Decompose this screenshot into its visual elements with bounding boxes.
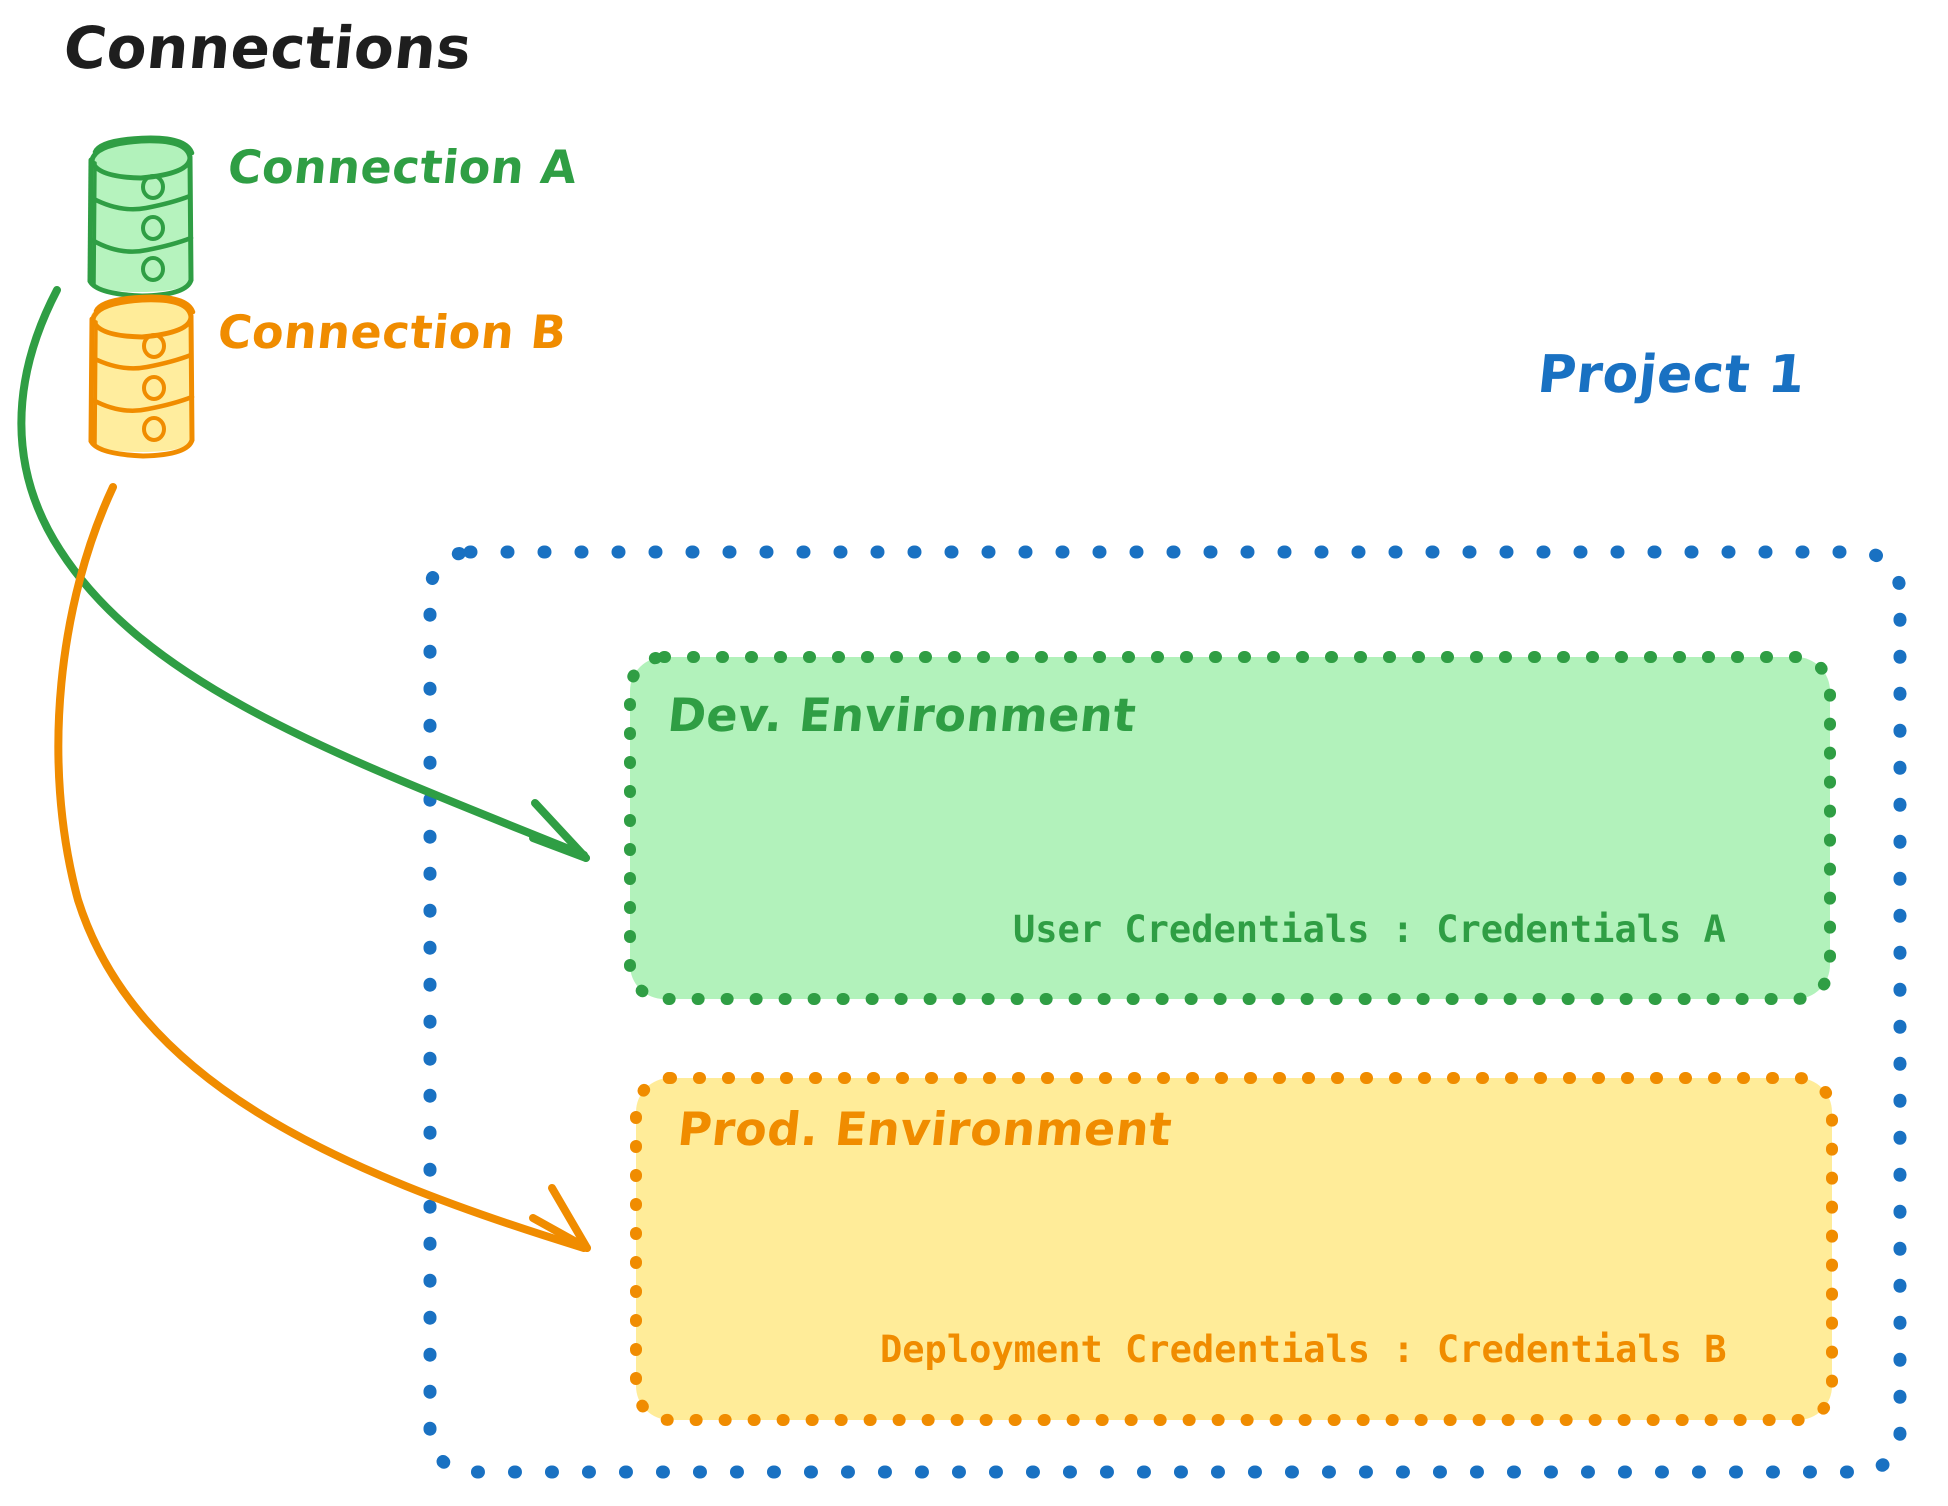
dev-environment-title: Dev. Environment (665, 688, 1139, 742)
db-b-indicator-1 (142, 333, 166, 359)
prod-environment-title: Prod. Environment (675, 1102, 1175, 1156)
db-a-left-wall-2 (92, 161, 97, 286)
db-a-indicator-2 (141, 215, 165, 241)
dev-environment-credentials: User Credentials : Credentials A (1013, 908, 1726, 951)
db-a-divider-1 (89, 193, 193, 212)
project-title: Project 1 (1534, 345, 1809, 405)
db-a-divider-2 (89, 235, 194, 254)
arrow-b-curve (54, 483, 588, 1252)
arrow-a-head-upper (531, 799, 590, 862)
db-a-indicator-3 (141, 256, 165, 282)
db-b-top-ellipse-2 (93, 294, 196, 315)
database-cylinder-icon-connection-b[interactable] (88, 294, 196, 459)
db-a-body-fill (91, 158, 190, 292)
db-b-divider-2 (90, 394, 195, 413)
connection-b-label[interactable]: Connection B (215, 305, 570, 359)
db-b-left-wall-2 (93, 320, 98, 446)
database-cylinder-icon-connection-a[interactable] (87, 135, 195, 299)
arrow-connection-b-to-prod-env (54, 483, 591, 1252)
arrow-b-head-lower (529, 1214, 591, 1252)
arrow-b-head-upper (548, 1184, 591, 1252)
db-a-top-ellipse-2 (92, 135, 195, 156)
prod-environment-credentials: Deployment Credentials : Credentials B (880, 1328, 1727, 1371)
db-a-top-fill (91, 141, 189, 175)
arrow-connection-a-to-dev-env (17, 286, 590, 862)
page-title: Connections (60, 14, 476, 82)
prod-environment-box[interactable] (630, 1072, 1838, 1426)
db-a-right-wall (187, 154, 194, 283)
dev-environment-fill (630, 657, 1830, 999)
connection-a-label[interactable]: Connection A (225, 140, 580, 194)
db-b-indicator-2 (142, 375, 166, 401)
prod-environment-fill (636, 1078, 1832, 1420)
db-b-body-fill (92, 317, 191, 452)
arrow-a-curve (17, 286, 588, 859)
db-b-indicator-3 (142, 416, 166, 442)
arrow-a-head-lower (529, 834, 590, 862)
db-a-left-wall (87, 157, 94, 284)
db-b-right-wall (188, 313, 195, 443)
dev-environment-box[interactable] (624, 651, 1836, 1005)
db-b-top-fill (91, 300, 191, 334)
db-a-indicator-1 (141, 174, 165, 200)
db-b-divider-1 (90, 352, 194, 371)
db-b-bottom-curve (88, 437, 195, 459)
db-b-left-wall (88, 316, 95, 444)
